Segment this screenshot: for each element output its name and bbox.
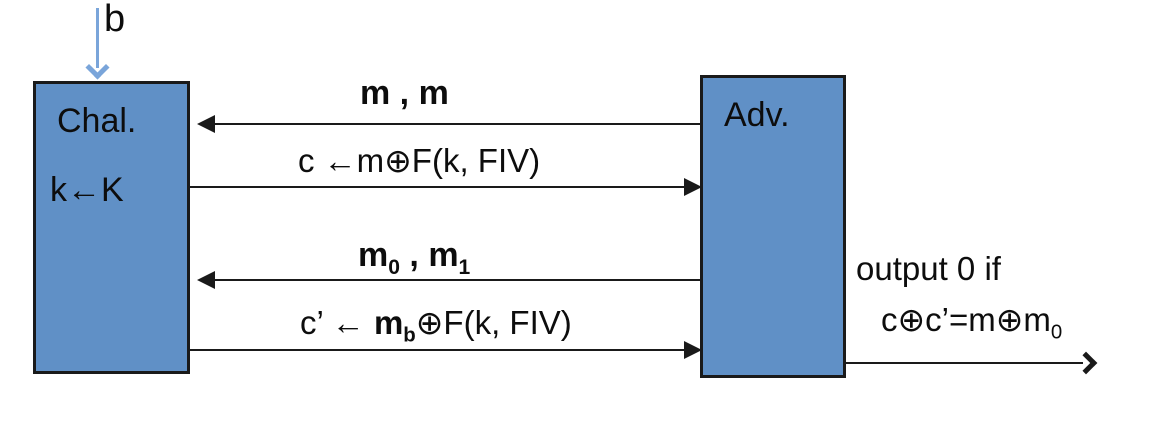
message-2-label: c ←m⊕F(k, FIV) bbox=[298, 142, 541, 179]
bit-label: b bbox=[104, 0, 126, 40]
message-4-arrow-line bbox=[189, 349, 686, 351]
message-2-arrow-line bbox=[189, 186, 686, 188]
message-3-label: m0 , m1 bbox=[358, 236, 471, 279]
message-2-arrowhead-icon bbox=[684, 178, 702, 196]
message-1-arrowhead-icon bbox=[197, 115, 215, 133]
bit-input-arrow-line bbox=[96, 8, 99, 68]
challenger-box: Chal. k←K bbox=[33, 81, 190, 374]
message-4-arrowhead-icon bbox=[684, 341, 702, 359]
message-3-arrow-line bbox=[208, 279, 702, 281]
message-1-arrow-line bbox=[208, 123, 702, 125]
message-4-label: c’ ← mb⊕F(k, FIV) bbox=[300, 304, 572, 347]
output-condition-line2: c⊕c’=m⊕m0 bbox=[881, 301, 1063, 344]
bit-input-arrowhead-icon bbox=[85, 55, 110, 80]
message-3-arrowhead-icon bbox=[197, 271, 215, 289]
adversary-title: Adv. bbox=[724, 96, 790, 134]
challenger-title: Chal. bbox=[57, 102, 137, 140]
message-1-label: m , m bbox=[360, 74, 449, 112]
challenger-key-sampling: k←K bbox=[50, 171, 124, 209]
adversary-box: Adv. bbox=[700, 75, 846, 378]
output-condition-line1: output 0 if bbox=[856, 250, 1001, 287]
output-arrow-line bbox=[845, 362, 1083, 364]
output-arrowhead-icon bbox=[1074, 351, 1098, 375]
